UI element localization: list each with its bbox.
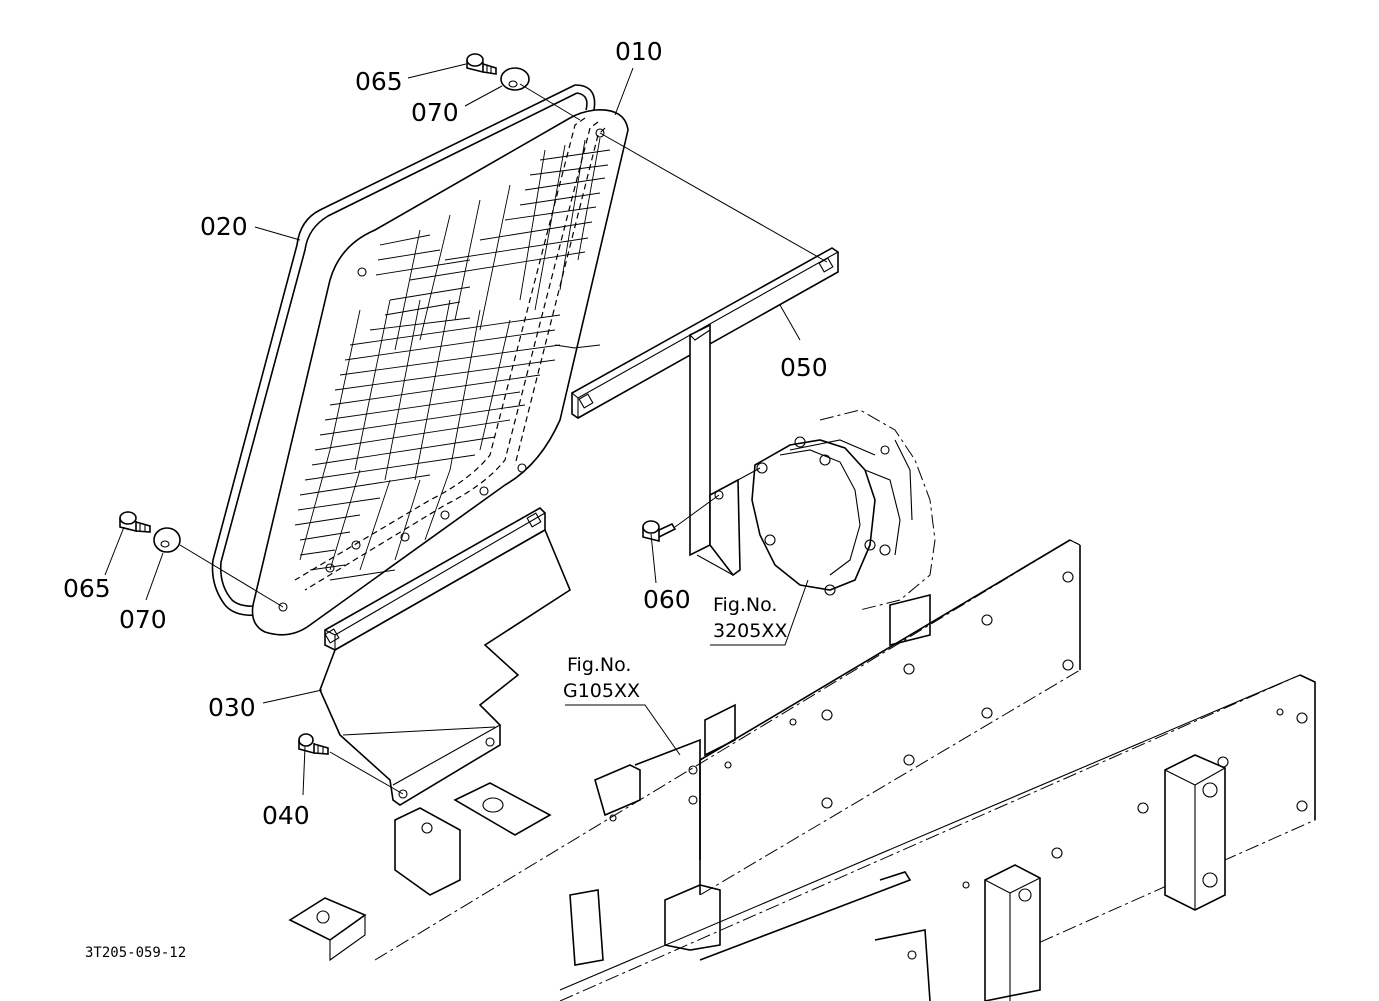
label-010: 010 — [615, 37, 663, 66]
label-065-left: 065 — [63, 574, 111, 603]
assembly-lines — [179, 83, 828, 795]
label-065-top: 065 — [355, 67, 403, 96]
bolt-065-left-icon — [119, 511, 151, 533]
washer-070-left-icon — [153, 527, 181, 553]
washer-070-top-icon — [500, 67, 530, 91]
label-leaders — [104, 63, 809, 796]
label-040: 040 — [262, 801, 310, 830]
fig-ref-g105-number: G105XX — [563, 680, 640, 702]
label-050: 050 — [780, 353, 828, 382]
part-labels: 010 065 070 020 050 065 070 060 030 040 … — [63, 37, 828, 961]
drawing-id: 3T205-059-12 — [85, 945, 186, 961]
pump-assembly — [751, 409, 936, 611]
bolt-040-icon — [298, 733, 329, 755]
label-060: 060 — [643, 585, 691, 614]
bolt-060-icon — [642, 520, 677, 543]
bolt-065-top-icon — [466, 53, 497, 75]
fig-ref-3205-title: Fig.No. — [713, 594, 777, 616]
fig-ref-g105-title: Fig.No. — [567, 654, 631, 676]
part-050-bracket — [571, 247, 839, 577]
label-020: 020 — [200, 212, 248, 241]
label-070-top: 070 — [411, 98, 459, 127]
fig-ref-3205-number: 3205XX — [713, 620, 787, 642]
screen-mesh — [294, 137, 611, 581]
chassis-frame — [288, 539, 1316, 1001]
label-030: 030 — [208, 693, 256, 722]
hardware — [119, 53, 677, 755]
label-070-left: 070 — [119, 605, 167, 634]
part-030-plate — [319, 507, 571, 806]
part-010-screen — [251, 109, 629, 636]
